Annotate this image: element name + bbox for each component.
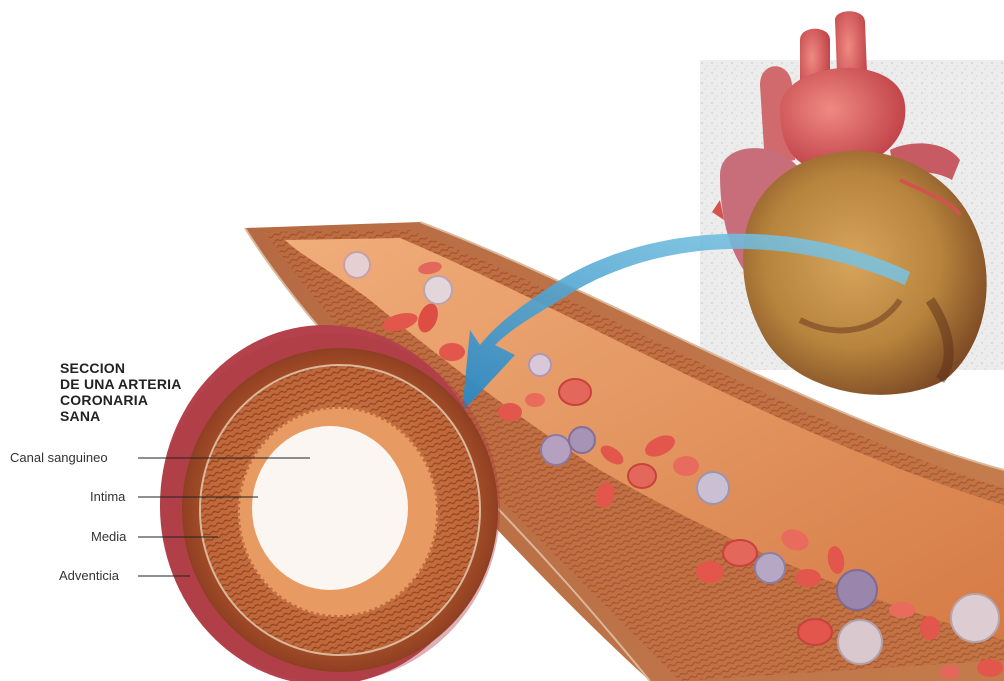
red-blood-cell (628, 464, 656, 488)
lumen (252, 426, 408, 590)
white-blood-cell (344, 252, 370, 278)
white-blood-cell (838, 620, 882, 664)
white-blood-cell (424, 276, 452, 304)
label-intima: Intima (90, 489, 125, 504)
red-blood-cell (920, 616, 940, 640)
red-blood-cell (977, 659, 1003, 677)
section-title: SECCION DE UNA ARTERIA CORONARIA SANA (60, 360, 182, 424)
white-blood-cell (837, 570, 877, 610)
white-blood-cell (529, 354, 551, 376)
label-adventicia: Adventicia (59, 568, 119, 583)
white-blood-cell (755, 553, 785, 583)
title-line: CORONARIA (60, 392, 182, 408)
red-blood-cell (696, 561, 724, 583)
label-media: Media (91, 529, 126, 544)
title-line: SANA (60, 408, 182, 424)
red-blood-cell (525, 393, 545, 407)
white-blood-cell (569, 427, 595, 453)
white-blood-cell (697, 472, 729, 504)
red-blood-cell (498, 403, 522, 421)
red-blood-cell (723, 540, 757, 566)
red-blood-cell (559, 379, 591, 405)
title-line: SECCION (60, 360, 182, 376)
title-line: DE UNA ARTERIA (60, 376, 182, 392)
label-canal-sanguineo: Canal sanguineo (10, 450, 108, 465)
white-blood-cell (541, 435, 571, 465)
red-blood-cell (795, 569, 821, 587)
red-blood-cell (798, 619, 832, 645)
red-blood-cell (889, 602, 915, 618)
white-blood-cell (951, 594, 999, 642)
red-blood-cell (940, 665, 960, 679)
red-blood-cell (439, 343, 465, 361)
red-blood-cell (673, 456, 699, 476)
